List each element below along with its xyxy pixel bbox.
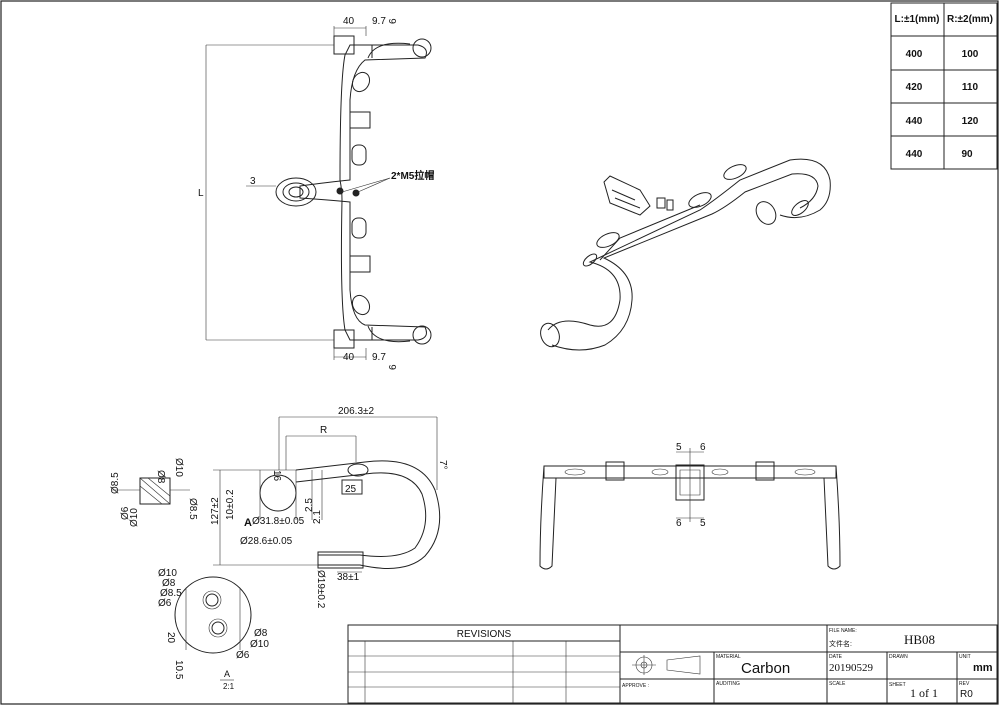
sec-left-d85b: Ø8.5 [187, 498, 198, 520]
sec-round-d6a: Ø6 [158, 598, 172, 609]
dim-25: 25 [345, 484, 357, 495]
sec-round-d10: Ø10 [158, 568, 177, 579]
auditing-label: AUDITING [716, 681, 740, 687]
dim-38: 38±1 [337, 572, 360, 583]
size-table-cell: 400 [906, 49, 923, 60]
sec-left-d10a: Ø10 [129, 508, 140, 527]
sec-round-d20: 20 [165, 632, 176, 644]
sec-round-d6b: Ø6 [236, 650, 250, 661]
dim-d31: Ø31.8±0.05 [252, 516, 305, 527]
file-name-value: HB08 [904, 632, 935, 647]
material-value: Carbon [741, 660, 790, 677]
revisions-title: REVISIONS [457, 629, 512, 640]
side-view-drawing: 206.3±2 R 127±2 10±0.2 2.5 2.1 Ø31.8±0.0… [210, 406, 448, 609]
size-table-header-R: R:±2(mm) [947, 14, 993, 25]
sec-round-d85: Ø8.5 [160, 588, 182, 599]
dim-stem: 3 [250, 176, 256, 187]
sec-round-d8a: Ø8 [162, 578, 176, 589]
bolt-note: 2*M5拉帽 [391, 169, 434, 182]
sec-left-d10b: Ø10 [173, 458, 184, 477]
sheet-value: 1 of 1 [910, 686, 938, 700]
size-table-cell: 120 [962, 116, 979, 127]
top-view-drawing: L 40 9.7 6 40 9.7 6 3 2*M5拉帽 [198, 16, 434, 370]
section-left-drawing: Ø8.5 Ø10 Ø6 Ø10 Ø8 Ø8.5 [110, 458, 198, 527]
dim-clamp-top: 40 [343, 16, 355, 27]
size-table-cell: 110 [962, 82, 979, 93]
dim-R: R [320, 425, 327, 436]
front-dim-5b: 5 [700, 518, 706, 529]
file-name-cn: 文件名: [829, 639, 852, 648]
dim-2-5: 2.5 [304, 498, 315, 512]
sec-round-d10b: Ø10 [250, 639, 269, 650]
drawn-label: DRAWN [889, 654, 908, 660]
rev-label: REV [959, 681, 970, 687]
dim-L-label: L [198, 188, 204, 199]
front-dim-6b: 6 [676, 518, 682, 529]
size-table-cell: 90 [961, 149, 973, 160]
dim-total: 206.3±2 [338, 406, 375, 417]
scale-label: SCALE [829, 681, 846, 687]
rev-value: R0 [960, 689, 973, 700]
size-table-cell: 440 [906, 149, 923, 160]
front-dim-5a: 5 [676, 442, 682, 453]
front-view-drawing: 5 6 6 5 [539, 442, 841, 570]
size-table-header-L: L:±1(mm) [895, 14, 940, 25]
dim-2-1: 2.1 [312, 510, 323, 524]
dim-small-bottom: 6 [388, 364, 399, 370]
sec-left-d6: Ø6 [120, 506, 131, 520]
sec-round-label: A [224, 669, 230, 679]
dim-offset-top: 9.7 [372, 16, 386, 27]
dim-rise: 10±0.2 [225, 489, 236, 520]
sec-round-scale: 2:1 [223, 682, 235, 691]
file-name-label: FILE NAME: [829, 628, 857, 634]
dim-small-top: 6 [388, 18, 399, 24]
dim-angle: 7° [437, 460, 448, 470]
section-round-drawing: Ø10 Ø8 Ø8.5 Ø6 Ø8 Ø10 Ø6 20 10.5 A 2:1 [158, 568, 269, 691]
size-table-cell: 420 [906, 82, 923, 93]
dim-drop: 127±2 [210, 497, 221, 525]
approve-label: APPROVE : [622, 683, 649, 689]
material-label: MATERIAL [716, 654, 741, 660]
sec-round-d8b: Ø8 [254, 628, 268, 639]
dim-d28: Ø28.6±0.05 [240, 536, 293, 547]
section-A-marker: A [244, 517, 252, 529]
dim-19: Ø19±0.2 [315, 570, 326, 609]
sheet-label: SHEET [889, 682, 906, 688]
date-label: DATE [829, 654, 843, 660]
size-table-cell: 440 [906, 116, 923, 127]
unit-label: UNIT [959, 654, 971, 660]
dim-clamp-bottom: 40 [343, 352, 355, 363]
dim-offset-bottom: 9.7 [372, 352, 386, 363]
size-table-cell: 100 [962, 49, 979, 60]
front-dim-6a: 6 [700, 442, 706, 453]
sec-round-d105: 10.5 [173, 660, 184, 680]
dim-16: 16 [271, 470, 282, 482]
size-table: L:±1(mm) R:±2(mm) 400 100 420 110 440 12… [890, 2, 998, 170]
date-value: 20190529 [829, 662, 874, 674]
sec-left-d8: Ø8 [155, 470, 166, 484]
sec-left-d85a: Ø8.5 [110, 472, 121, 494]
title-block: REVISIONS MATERIAL Carbon FILE NAME: 文件名… [347, 624, 998, 704]
unit-value: mm [973, 662, 993, 674]
isometric-view-drawing [540, 158, 831, 351]
